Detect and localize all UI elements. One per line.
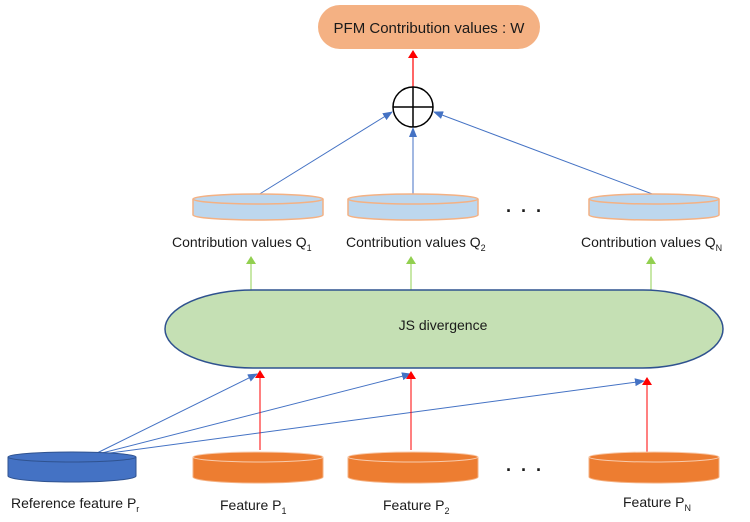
arrow-ref-to-js-n (109, 378, 645, 454)
cylinder-top (7, 451, 137, 463)
cylinder-body (192, 199, 324, 221)
contribution-label-1: Contribution values Q1 (172, 234, 312, 253)
cylinder-top (192, 193, 324, 205)
js-divergence-label: JS divergence (399, 317, 488, 333)
feature-label-2: Feature P2 (383, 497, 450, 516)
cylinder-body (588, 199, 720, 221)
cylinder-body (7, 457, 137, 483)
cylinder-top (588, 451, 720, 463)
arrow-ref-to-js-2 (101, 372, 412, 454)
cylinder-body (192, 457, 324, 484)
feature-node-2: Feature P2 (347, 451, 479, 516)
feature-ellipsis: · · · (506, 460, 544, 480)
cylinder-top (588, 193, 720, 205)
reference-feature-node: Reference feature Pr (7, 451, 139, 514)
contribution-node-1: Contribution values Q1 (172, 193, 324, 253)
output-node: PFM Contribution values : W (318, 5, 540, 49)
cylinder-body (347, 457, 479, 484)
feature-label-1: Feature P1 (220, 497, 287, 516)
arrow-q1-to-sum (257, 111, 393, 196)
cylinder-top (192, 451, 324, 463)
feature-label-n: Feature PN (623, 494, 691, 513)
feature-node-1: Feature P1 (192, 451, 324, 516)
contribution-label-n: Contribution values QN (581, 234, 722, 253)
output-node-label: PFM Contribution values : W (334, 20, 526, 37)
cylinder-top (347, 193, 479, 205)
contribution-label-2: Contribution values Q2 (346, 234, 486, 253)
output-node-shape (318, 5, 540, 49)
cylinder-body (347, 199, 479, 221)
arrow-ref-to-js-1 (96, 373, 258, 454)
cylinder-body (588, 457, 720, 484)
js-divergence-node: JS divergence (164, 289, 724, 369)
contribution-ellipsis: · · · (506, 201, 544, 221)
js-divergence-shape (164, 289, 724, 369)
contribution-node-n: Contribution values QN (581, 193, 722, 253)
cylinder-top (347, 451, 479, 463)
sum-node (392, 86, 434, 128)
reference-feature-label: Reference feature Pr (11, 495, 139, 514)
arrow-qn-to-sum (433, 111, 656, 196)
contribution-node-2: Contribution values Q2 (346, 193, 486, 253)
feature-node-n: Feature PN (588, 451, 720, 513)
